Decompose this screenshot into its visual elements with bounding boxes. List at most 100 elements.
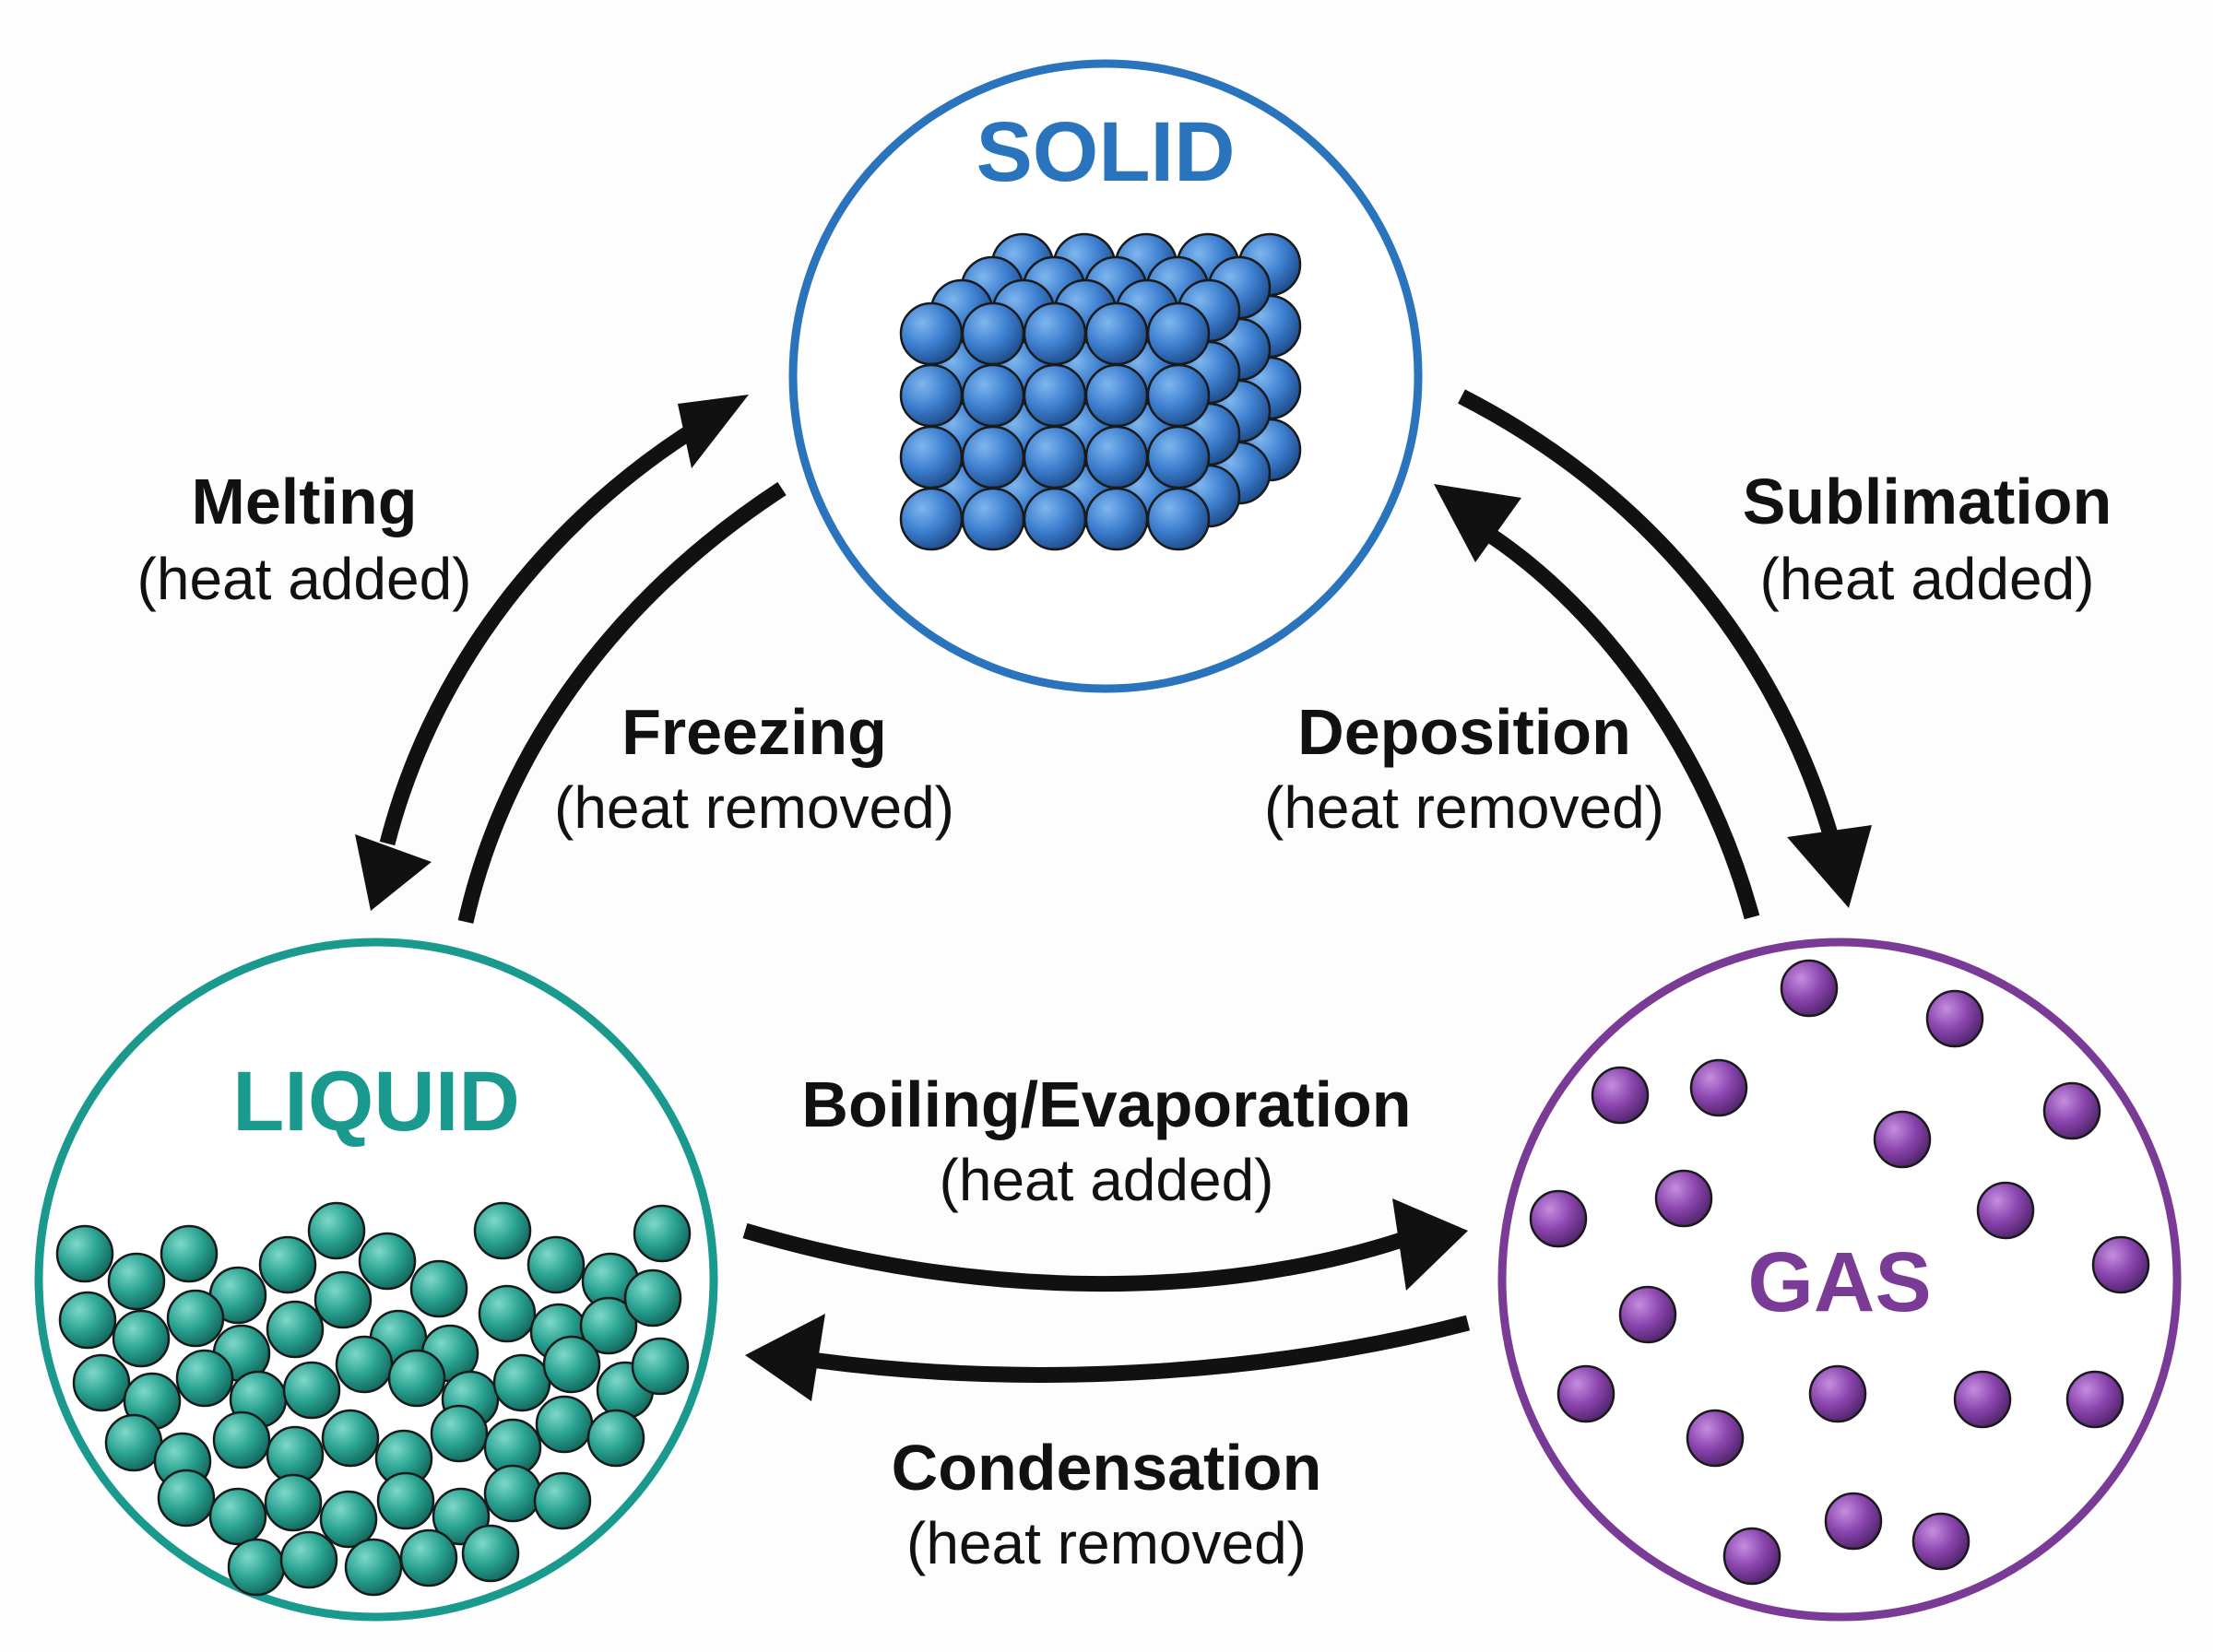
liquid-particle xyxy=(579,1296,638,1355)
gas-particle xyxy=(1591,1066,1650,1125)
liquid-particle xyxy=(227,1538,286,1597)
liquid-particle xyxy=(107,1252,166,1311)
solid-particle-lattice xyxy=(899,232,1302,551)
liquid-particle xyxy=(533,1471,592,1530)
gas-particle xyxy=(1808,1364,1867,1423)
liquid-particle xyxy=(55,1224,114,1283)
liquid-particle xyxy=(358,1232,417,1291)
boiling-arrow xyxy=(742,1222,1404,1292)
solid-particle xyxy=(1023,487,1087,551)
sublimation-name: Sublimation xyxy=(1743,466,2112,537)
gas-particle xyxy=(1873,1110,1932,1169)
liquid-particle xyxy=(344,1538,403,1597)
liquid-particle xyxy=(112,1309,171,1368)
liquid-particle xyxy=(319,1490,378,1549)
gas-particle xyxy=(1686,1409,1745,1468)
solid-particle xyxy=(899,301,964,366)
deposition-arrow xyxy=(1471,518,1760,920)
solid-particle xyxy=(899,425,964,490)
liquid-particle xyxy=(399,1528,458,1587)
solid-particle xyxy=(961,301,1025,366)
liquid-particle xyxy=(527,1235,586,1294)
solid-particle xyxy=(1146,487,1211,551)
condensation-note: (heat removed) xyxy=(906,1510,1307,1576)
liquid-particle xyxy=(586,1409,645,1468)
liquid-particle xyxy=(535,1395,594,1454)
freezing-note: (heat removed) xyxy=(554,774,954,841)
gas-particle xyxy=(1925,989,1984,1048)
solid-particle xyxy=(899,487,964,551)
condensation-arrow xyxy=(810,1315,1471,1383)
liquid-particle xyxy=(633,1204,692,1263)
gas-particle xyxy=(2042,1081,2101,1140)
gas-particle xyxy=(1780,959,1839,1018)
liquid-particle xyxy=(282,1361,341,1420)
solid-particle xyxy=(961,425,1025,490)
process-arrows xyxy=(355,389,1872,1401)
label-boiling: Boiling/Evaporation (heat added) xyxy=(801,1068,1411,1213)
freezing-arrow xyxy=(457,481,787,924)
gas-particle xyxy=(1556,1364,1615,1423)
liquid-particle xyxy=(104,1413,163,1472)
label-condensation: Condensation (heat removed) xyxy=(892,1432,1322,1576)
liquid-particle xyxy=(409,1259,468,1318)
condensation-arrowhead xyxy=(745,1314,825,1401)
liquid-particle xyxy=(314,1270,373,1329)
gas-label: GAS xyxy=(1747,1235,1931,1329)
liquid-particle xyxy=(492,1353,551,1412)
melting-arrowhead-top xyxy=(678,395,749,468)
liquid-particle xyxy=(157,1469,216,1528)
gas-particles xyxy=(1529,959,2150,1586)
liquid-particle xyxy=(321,1409,380,1468)
label-melting: Melting (heat added) xyxy=(137,466,472,612)
liquid-particle xyxy=(461,1524,520,1583)
solid-state: SOLID xyxy=(788,59,1423,693)
solid-particle xyxy=(1084,487,1149,551)
liquid-particle xyxy=(473,1201,532,1260)
boiling-name: Boiling/Evaporation xyxy=(801,1068,1411,1140)
solid-particle xyxy=(1146,301,1211,366)
liquid-particle xyxy=(279,1530,338,1589)
solid-label: SOLID xyxy=(976,105,1235,199)
liquid-particle xyxy=(376,1471,435,1530)
gas-state: GAS xyxy=(1497,938,2182,1622)
liquid-particle xyxy=(631,1337,690,1396)
solid-particle xyxy=(961,487,1025,551)
melting-note: (heat added) xyxy=(137,546,472,612)
gas-particle xyxy=(1953,1370,2012,1429)
liquid-particle xyxy=(623,1268,682,1328)
liquid-particle xyxy=(175,1349,234,1408)
gas-particle xyxy=(1689,1058,1748,1117)
solid-particle xyxy=(1023,301,1087,366)
gas-particle xyxy=(1722,1527,1781,1586)
liquid-particle xyxy=(212,1410,271,1469)
solid-particle xyxy=(1084,425,1149,490)
liquid-particle xyxy=(307,1201,366,1260)
solid-particle xyxy=(961,363,1025,428)
liquid-particle xyxy=(387,1349,446,1408)
gas-particle xyxy=(1618,1285,1677,1344)
liquid-particles xyxy=(55,1201,692,1597)
gas-particle xyxy=(1529,1189,1588,1248)
liquid-particle xyxy=(160,1224,219,1283)
liquid-particle xyxy=(264,1473,323,1532)
gas-particle xyxy=(1911,1512,1970,1571)
deposition-note: (heat removed) xyxy=(1264,774,1664,841)
sublimation-note: (heat added) xyxy=(1760,546,2095,612)
boiling-note: (heat added) xyxy=(940,1147,1274,1213)
solid-particle xyxy=(1146,425,1211,490)
liquid-particle xyxy=(58,1291,117,1350)
deposition-name: Deposition xyxy=(1297,696,1631,768)
liquid-particle xyxy=(483,1464,542,1523)
label-sublimation: Sublimation (heat added) xyxy=(1743,466,2112,612)
liquid-particle xyxy=(430,1404,489,1463)
solid-particle xyxy=(1084,363,1149,428)
solid-particle xyxy=(1023,363,1087,428)
solid-particle xyxy=(899,363,964,428)
melting-arrowhead xyxy=(355,834,432,911)
liquid-particle xyxy=(72,1353,131,1412)
solid-particle xyxy=(1023,425,1087,490)
sublimation-arrow xyxy=(1458,389,1839,837)
liquid-particle xyxy=(478,1284,537,1343)
